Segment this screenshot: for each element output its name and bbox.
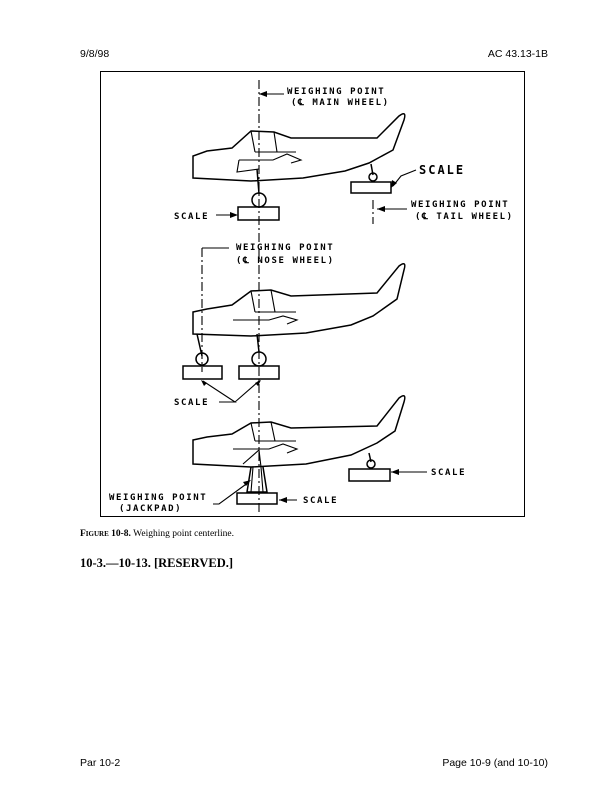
section-title: 10-3.—10-13. [RESERVED.] <box>80 556 234 570</box>
label-weigh-tail-1: WEIGHING POINT <box>411 200 509 210</box>
label-weigh-nose-1: WEIGHING POINT <box>236 243 334 253</box>
label-scale-main: SCALE <box>174 212 209 222</box>
weighing-diagram: WEIGHING POINT (℄ MAIN WHEEL) SCALE SCAL… <box>109 80 514 514</box>
label-scale-mid: SCALE <box>174 398 209 408</box>
label-weigh-jack-1: WEIGHING POINT <box>109 493 207 503</box>
figure-caption: Figure 10-8. Weighing point centerline. <box>80 529 234 539</box>
aircraft-jackpad: SCALE WEIGHING POINT (JACKPAD) SCALE <box>109 395 466 514</box>
aircraft-nosewheel: WEIGHING POINT (℄ NOSE WHEEL) SCALE <box>174 243 406 512</box>
label-weigh-tail-2: (℄ TAIL WHEEL) <box>415 211 514 222</box>
footer-par: Par 10-2 <box>80 757 121 769</box>
label-weigh-jack-2: (JACKPAD) <box>119 504 182 514</box>
label-scale-right3: SCALE <box>431 468 466 478</box>
aircraft-tailwheel: WEIGHING POINT (℄ MAIN WHEEL) SCALE SCAL… <box>174 80 514 244</box>
label-scale-tail: SCALE <box>419 163 465 177</box>
footer-page: Page 10-9 (and 10-10) <box>442 757 548 769</box>
label-weigh-main-2: (℄ MAIN WHEEL) <box>291 97 390 108</box>
header-date: 9/8/98 <box>80 48 110 60</box>
figure-weighing-points: WEIGHING POINT (℄ MAIN WHEEL) SCALE SCAL… <box>100 71 525 517</box>
label-weigh-main-1: WEIGHING POINT <box>287 87 385 97</box>
label-scale-jack: SCALE <box>303 496 338 506</box>
caption-text: Weighing point centerline. <box>133 529 234 539</box>
header-doc-id: AC 43.13-1B <box>487 48 548 60</box>
caption-label: Figure 10-8. <box>80 529 131 539</box>
label-weigh-nose-2: (℄ NOSE WHEEL) <box>236 255 335 266</box>
